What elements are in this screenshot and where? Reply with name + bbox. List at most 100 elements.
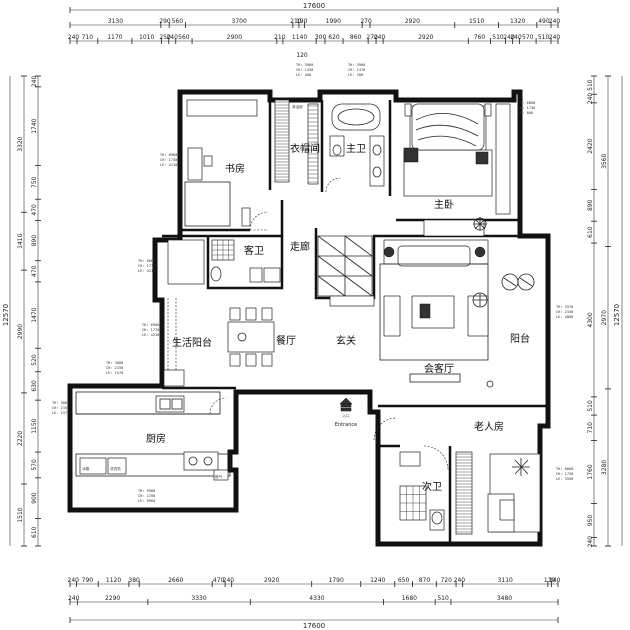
room-label-balcony: 阳台 xyxy=(510,332,530,345)
room-label-guest-bath: 客卫 xyxy=(244,244,264,257)
note-closet: LE: 400 xyxy=(296,73,311,77)
dim-label: 510 xyxy=(492,34,504,41)
dim-label: 4330 xyxy=(309,595,324,602)
note-service-balcony: TH: 6960 xyxy=(142,323,159,327)
room-label-corridor: 走廊 xyxy=(290,240,310,253)
dim-label: 1410 xyxy=(17,233,24,248)
dim-label: 240 xyxy=(68,34,80,41)
dim-label: 1740 xyxy=(31,118,38,133)
dim-label: 240 xyxy=(68,595,80,602)
note-kitchen-left: TH: 3080 xyxy=(52,401,69,405)
service-balcony-fixtures xyxy=(163,298,185,387)
dim-label: 2920 xyxy=(264,577,279,584)
guest-bath-fixtures xyxy=(167,239,281,285)
closet-wardrobe xyxy=(274,99,319,185)
dim-label: 2220 xyxy=(17,431,24,446)
dim-label: 2920 xyxy=(418,34,433,41)
dim-label: 620 xyxy=(328,34,340,41)
dim-label: 3700 xyxy=(232,18,247,25)
dim-label: 3330 xyxy=(191,595,206,602)
dim-label: 210 xyxy=(274,34,286,41)
top-extra-dim: 120 xyxy=(296,52,308,59)
dim-label: 240 xyxy=(587,536,594,548)
dim-label: 270 xyxy=(366,34,378,41)
note-kitchen-bottom: CH: 1390 xyxy=(138,494,155,498)
note-elder: LE: 3590 xyxy=(556,477,573,481)
entrance-marker: 入口 Entrance xyxy=(335,397,397,441)
entrance-label: Entrance xyxy=(335,422,357,428)
dim-label: 3280 xyxy=(601,460,608,475)
dim-label: 3110 xyxy=(498,577,513,584)
note-master-bed: TH: 6660 xyxy=(518,101,535,105)
dim-label: 1170 xyxy=(107,34,122,41)
note-closet: TH: 3960 xyxy=(296,63,313,67)
dim-label: 1990 xyxy=(326,18,341,25)
note-guest-bath: LE: 4210 xyxy=(138,269,155,273)
dim-label: 130 xyxy=(544,577,556,584)
room-label-master-bed: 主卧 xyxy=(434,198,454,211)
dim-label: 250 xyxy=(159,34,171,41)
master-bath-fixtures xyxy=(325,103,385,193)
dim-label: 650 xyxy=(398,577,410,584)
room-label-service-balcony: 生活阳台 xyxy=(172,336,212,349)
dim-label: 490 xyxy=(538,18,550,25)
dim-label: 240 xyxy=(510,34,522,41)
dim-label: 240 xyxy=(454,577,466,584)
note-master-bed: LE: 800 xyxy=(518,111,533,115)
dim-label: 470 xyxy=(31,265,38,277)
dim-label: 560 xyxy=(172,18,184,25)
dim-label: 2990 xyxy=(17,324,24,339)
dim-label: 1470 xyxy=(31,307,38,322)
dim-label: 560 xyxy=(178,34,190,41)
dim-label: 380 xyxy=(128,577,140,584)
dim-label: 270 xyxy=(360,18,372,25)
room-label-elder-room: 老人房 xyxy=(474,420,504,433)
dim-label: 240 xyxy=(31,76,38,88)
label-heater: 燃气 xyxy=(215,474,223,479)
living-furniture xyxy=(379,239,535,388)
label-shower-closet: 淋浴房 xyxy=(292,104,303,109)
note-kitchen-left: LE: 1570 xyxy=(52,411,69,415)
note-master-bath: TH: 3960 xyxy=(348,63,365,67)
overall-width-top: 17600 xyxy=(303,2,325,10)
dim-label: 3320 xyxy=(17,136,24,151)
dining-table xyxy=(227,307,275,367)
dim-label: 3480 xyxy=(497,595,512,602)
exterior-walls xyxy=(67,89,551,547)
dim-label: 710 xyxy=(82,34,94,41)
study-furniture xyxy=(184,99,269,231)
dim-label: 2660 xyxy=(168,577,183,584)
dim-label: 610 xyxy=(587,226,594,238)
dim-label: 240 xyxy=(549,577,561,584)
dim-label: 520 xyxy=(31,354,38,366)
dim-label: 240 xyxy=(549,18,561,25)
dim-label: 790 xyxy=(82,577,94,584)
washer-box xyxy=(107,457,127,475)
dim-label: 4300 xyxy=(587,312,594,327)
note-balcony: TH: 2970 xyxy=(556,305,573,309)
entrance-mark: 入口 xyxy=(342,413,350,418)
dim-label: 470 xyxy=(213,577,225,584)
note-kitchen-top: TH: 3080 xyxy=(106,361,123,365)
dim-label: 890 xyxy=(31,235,38,247)
note-study: TH: 6960 xyxy=(160,153,177,157)
overall-height-left: 12570 xyxy=(2,304,10,326)
dim-label: 870 xyxy=(419,577,431,584)
dim-label: 860 xyxy=(350,34,362,41)
note-kitchen-bottom: LE: 9960 xyxy=(138,499,155,503)
second-bath-fixtures xyxy=(399,445,449,531)
dim-label: 240 xyxy=(503,34,515,41)
dim-label: 610 xyxy=(31,526,38,538)
master-bed xyxy=(403,103,511,237)
note-master-bath: LE: 200 xyxy=(348,73,363,77)
dim-label: 900 xyxy=(31,492,38,504)
foyer-cabinets xyxy=(317,235,375,307)
elder-room-furniture xyxy=(455,451,541,535)
dim-label: 1760 xyxy=(587,464,594,479)
dim-label: 760 xyxy=(474,34,486,41)
